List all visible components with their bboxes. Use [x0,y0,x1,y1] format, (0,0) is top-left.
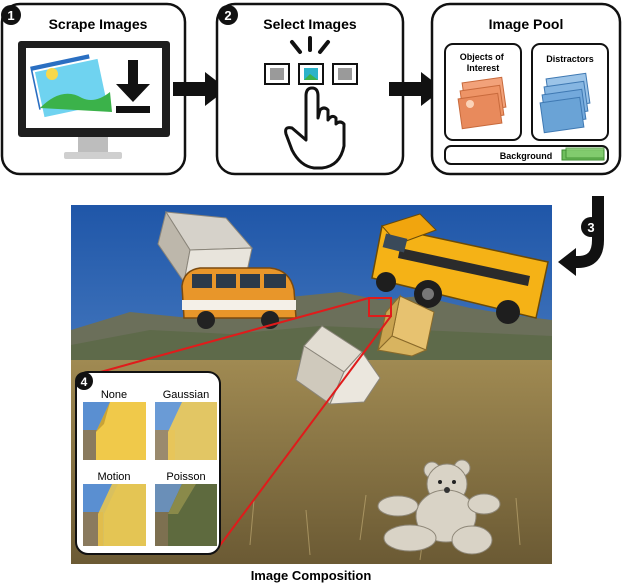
floating-box-icon [376,294,435,357]
step-2-badge [218,5,238,25]
blending-label-none: None [101,389,127,401]
blend-motion-thumbnail [83,484,146,546]
blending-label-poisson: Poisson [166,471,205,483]
select-images-panel: Select Images 2 [215,2,405,176]
select-images-title: Select Images [263,16,357,32]
background-label: Background [500,151,553,161]
step-2-number: 2 [224,8,231,23]
blending-label-gaussian: Gaussian [163,389,209,401]
objects-of-interest-label: Objects of Interest [460,52,507,73]
school-bus-icon [371,213,549,324]
step-1-number: 1 [7,8,14,23]
blending-label-motion: Motion [97,471,130,483]
hand-pointer-icon [284,86,346,170]
image-pool-title: Image Pool [489,16,564,32]
objects-stack-icon [457,76,507,130]
thumbnail-icon [264,63,290,85]
blend-poisson-thumbnail [155,484,217,546]
step-4-number: 4 [81,375,88,389]
selected-thumbnail-icon [298,63,324,85]
curved-arrow-icon [558,196,604,276]
distractors-stack-icon [539,72,591,134]
distractors-label: Distractors [546,54,594,64]
image-composition-caption: Image Composition [251,568,372,583]
van-icon [181,267,297,329]
step-1-badge [1,5,21,25]
floating-box-icon [295,325,381,405]
scrape-images-title: Scrape Images [49,16,148,32]
blending-panel: None Gaussian Motion Poisson [75,371,221,555]
image-pool-panel: Image Pool Objects of Interest Distracto… [430,2,622,176]
background-stack-icon [561,147,605,161]
step-3-number: 3 [587,220,594,235]
sparkle-icon [290,36,330,54]
thumbnail-icon [332,63,358,85]
step-3-badge [581,217,601,237]
blend-none-thumbnail [83,402,146,460]
photo-icon [30,54,112,120]
zoom-indicator [85,297,392,553]
step-4-badge [75,372,93,390]
blend-gaussian-thumbnail [155,402,217,460]
scrape-images-panel: Scrape Images 1 [0,2,187,176]
teddy-bear-icon [377,459,501,555]
download-icon [116,60,150,113]
